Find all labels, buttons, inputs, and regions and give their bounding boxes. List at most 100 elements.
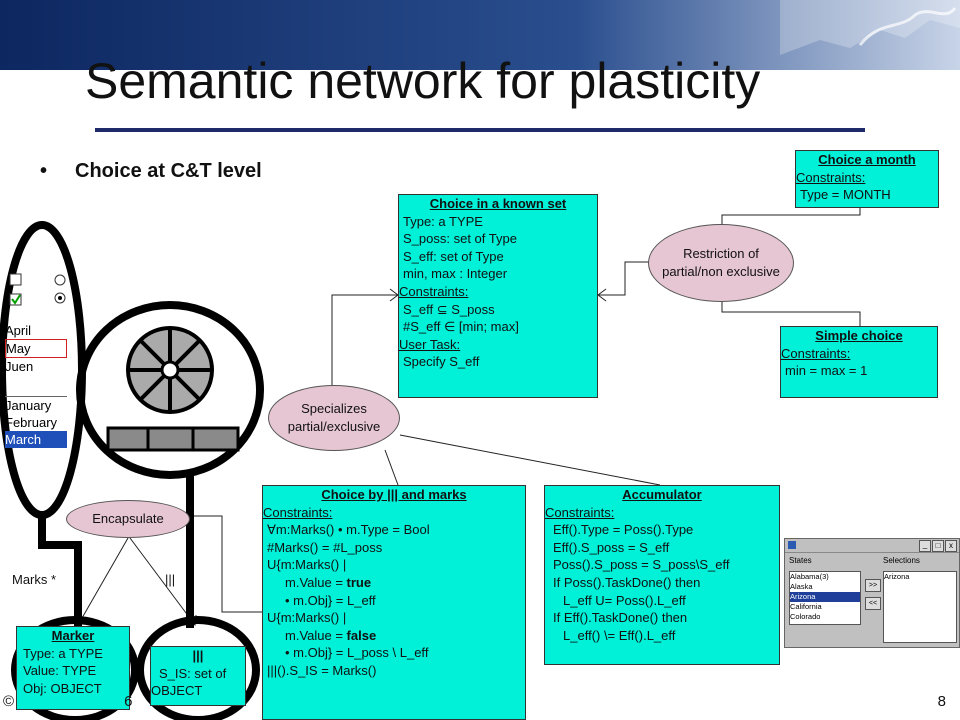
corner-fragment: ©6 [3, 693, 132, 710]
list-item-selected[interactable]: Arizona [790, 592, 860, 602]
node-line: Type: a TYPE [23, 645, 103, 661]
accumulator-window: _ □ x States Selections Alabama(3) Alask… [784, 538, 960, 648]
list-item[interactable]: Alaska [790, 582, 813, 591]
node-line: Type = MONTH [800, 187, 891, 203]
arrow-into-known-set [597, 288, 607, 302]
node-line: Constraints: [263, 504, 333, 520]
radio-dot-icon [58, 296, 62, 300]
link-specializes-to-by-marks [384, 449, 399, 486]
copyright-icon: © [3, 693, 15, 710]
node-keyword: true [346, 574, 372, 590]
maximize-button[interactable]: □ [932, 540, 944, 552]
node-line: #Marks() = #L_poss [267, 539, 383, 555]
relation-specializes: Specializes partial/exclusive [268, 385, 400, 451]
node-line: OBJECT [151, 683, 203, 699]
minimize-button[interactable]: _ [919, 540, 931, 552]
add-button[interactable]: >> [865, 579, 881, 592]
remove-button[interactable]: << [865, 597, 881, 610]
thick-connector-left [38, 515, 82, 628]
link-restriction-to-simple [721, 300, 861, 326]
node-line: Poss().S_poss = S_poss\S_eff [553, 557, 730, 573]
marker-highlight [11, 616, 139, 720]
wheel-icon [126, 326, 214, 414]
node-line-compound: m.Value = false [263, 627, 525, 645]
node-line: Eff().Type = Poss().Type [553, 522, 694, 538]
list-item[interactable]: Alabama(3) [790, 572, 829, 581]
left-list-header: States [789, 556, 812, 565]
node-line: If Poss().TaskDone() then [553, 574, 701, 590]
node-line: m.Value = [285, 627, 347, 643]
node-line: min = max = 1 [785, 363, 868, 379]
node-line: min, max : Integer [403, 266, 508, 282]
page-number: 8 [937, 693, 946, 710]
list-item[interactable]: California [790, 602, 822, 611]
node-title: Marker [51, 628, 95, 643]
link-restriction-to-month [721, 208, 861, 225]
link-encapsulate-to-bars [129, 537, 196, 626]
node-known-set: Choice in a known set Type: a TYPE S_pos… [398, 194, 598, 398]
node-line-compound: m.Value = true [263, 574, 525, 592]
edge-label-bars: ||| [165, 572, 176, 587]
title-underline [95, 128, 865, 132]
bullet-text: Choice at C&T level [75, 160, 262, 182]
node-line: m.Value = [285, 574, 347, 590]
node-line: Constraints: [796, 169, 866, 185]
node-line: Specify S_eff [403, 354, 480, 370]
list-item[interactable]: April [5, 323, 32, 338]
node-line: U{m:Marks() | [267, 557, 347, 573]
node-line: S_IS: set of [159, 665, 227, 681]
node-line: User Task: [399, 336, 461, 352]
node-bars: ||| S_IS: set of OBJECT [150, 646, 246, 706]
bullet-point: • Choice at C&T level [40, 160, 262, 183]
banner-graphic [0, 0, 960, 70]
right-list-header: Selections [883, 556, 920, 565]
node-line: • m.Obj} = L_eff [285, 592, 376, 608]
node-line: S_eff: set of Type [403, 248, 504, 264]
list-item[interactable]: January [5, 398, 52, 413]
bullet-dot: • [40, 160, 48, 182]
list-item[interactable]: Juen [5, 359, 34, 374]
checkmark-icon [11, 294, 21, 305]
node-line: Obj: OBJECT [23, 680, 102, 696]
node-line: Eff().S_poss = S_eff [553, 539, 670, 555]
link-specializes-to-known-set [331, 294, 398, 385]
link-restriction-to-known-set [598, 261, 650, 296]
list-item[interactable]: Arizona [884, 572, 910, 581]
close-button[interactable]: x [945, 540, 957, 552]
node-title: Accumulator [622, 487, 702, 502]
edge-label-marks: Marks * [12, 572, 57, 587]
node-line: U{m:Marks() | [267, 610, 347, 626]
slide-title: Semantic network for plasticity [85, 53, 761, 109]
bars-highlight [136, 616, 260, 720]
wheel-group-ellipse [76, 301, 264, 479]
month-list-b[interactable]: January February March [5, 396, 67, 448]
list-item-selected[interactable]: March [5, 431, 67, 448]
corner-fragment-number: 6 [124, 693, 133, 710]
node-line: #S_eff ∈ [min; max] [403, 319, 519, 335]
node-line: Type: a TYPE [403, 213, 483, 229]
node-line: If Eff().TaskDone() then [553, 610, 688, 626]
node-keyword: false [346, 627, 377, 643]
list-item[interactable]: February [5, 415, 58, 430]
relation-restriction: Restriction of partial/non exclusive [648, 224, 794, 302]
app-icon [788, 541, 796, 549]
node-title: Choice in a known set [429, 196, 567, 211]
header-banner [0, 0, 960, 70]
list-item[interactable]: Colorado [790, 612, 821, 621]
node-line: Value: TYPE [23, 663, 97, 679]
node-title: ||| [192, 648, 204, 663]
node-line: Constraints: [781, 345, 851, 361]
node-line: L_eff U= Poss().L_eff [563, 592, 686, 608]
link-encapsulate-to-by-marks [190, 515, 262, 613]
right-list[interactable]: Arizona [883, 571, 957, 643]
node-line: ∀m:Marks() • m.Type = Bool [267, 522, 430, 538]
list-item-selected[interactable]: May [5, 339, 67, 358]
node-title: Simple choice [815, 328, 903, 343]
month-list-a[interactable]: April May Juen [5, 322, 67, 375]
left-list[interactable]: Alabama(3) Alaska Arizona California Col… [789, 571, 861, 625]
node-line: S_poss: set of Type [403, 231, 517, 247]
node-line: • m.Obj} = L_poss \ L_eff [285, 645, 429, 661]
node-line: |||().S_IS = Marks() [267, 662, 377, 678]
node-line: Constraints: [545, 504, 615, 520]
